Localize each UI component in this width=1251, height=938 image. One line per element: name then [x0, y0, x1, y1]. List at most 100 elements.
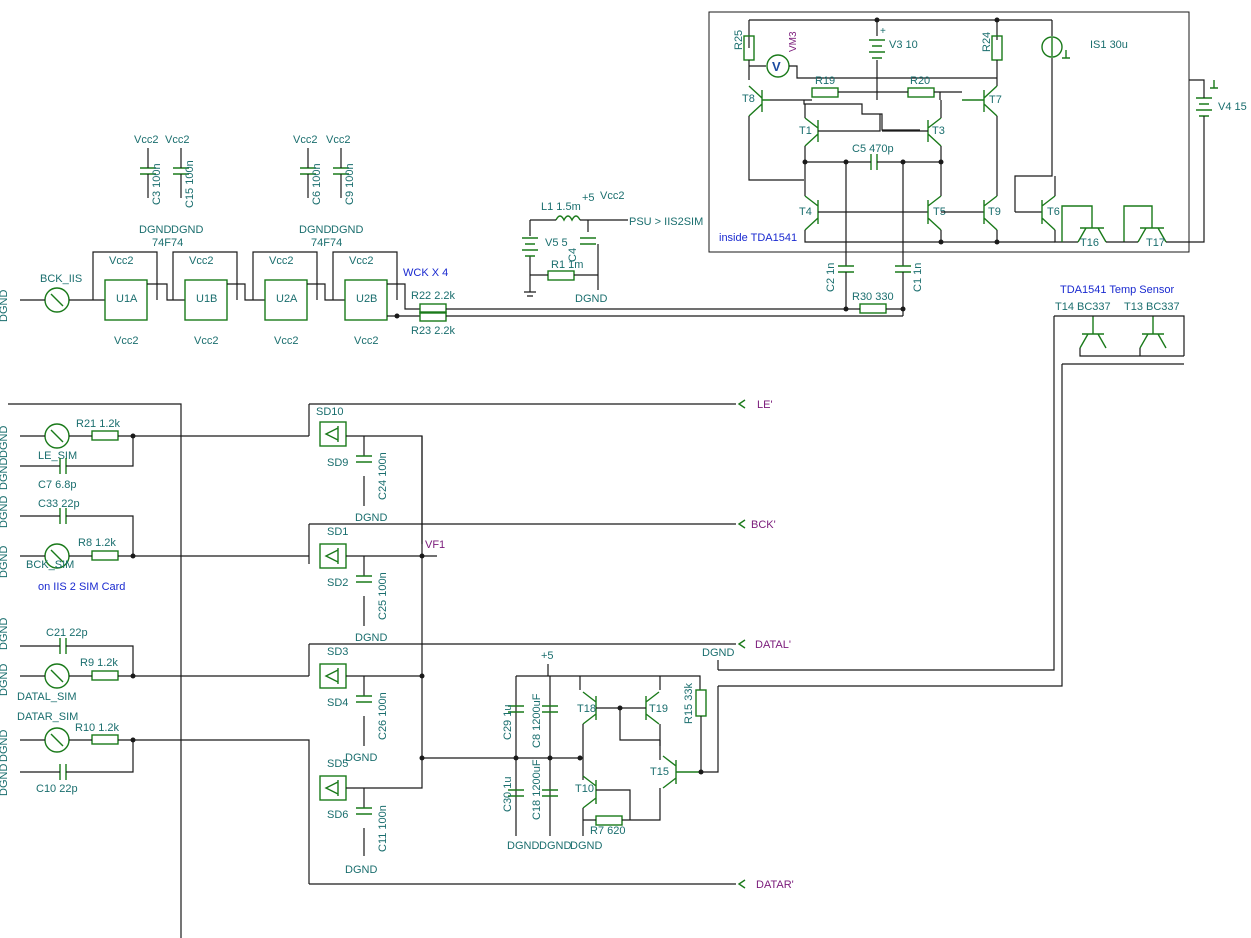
net-label: Vcc2 — [349, 255, 373, 267]
net-label: DGND — [575, 293, 607, 305]
c18-label: C18 1200uF — [531, 759, 543, 820]
datal-netlabel: DATAL' — [755, 639, 791, 651]
net-label: DGND — [139, 224, 171, 236]
decoupling-caps-right — [300, 148, 349, 198]
net-label: Vcc2 — [134, 134, 158, 146]
net-label: U2B — [356, 293, 377, 305]
le-sim-label: LE_SIM — [38, 450, 77, 462]
t8-transistor-icon — [748, 85, 770, 117]
r25-label: R25 — [733, 30, 745, 50]
is1-label: IS1 30u — [1090, 39, 1128, 51]
net-label: Vcc2 — [354, 335, 378, 347]
vm3-label: VM3 — [788, 31, 799, 52]
sd5-sd6-diodes — [319, 775, 347, 801]
c9-label: C9 100n — [344, 163, 356, 205]
c8-label: C8 1200uF — [531, 693, 543, 748]
net-label: Vcc2 — [194, 335, 218, 347]
v3-battery-icon — [869, 39, 885, 59]
t3-label: T3 — [932, 125, 945, 137]
vf1-netlabel: VF1 — [425, 539, 445, 551]
t10-label: T10 — [575, 783, 594, 795]
c3-label: C3 100n — [151, 163, 163, 205]
chip-type-label-2: 74F74 — [311, 237, 342, 249]
c21-capacitor — [59, 638, 67, 654]
c4-label: C4 — [567, 248, 579, 262]
datal-sim-source-icon — [44, 663, 70, 689]
l1-label: L1 1.5m — [541, 201, 581, 213]
datar-netlabel: DATAR' — [756, 879, 794, 891]
t5-label: T5 — [933, 206, 946, 218]
net-label: Vcc2 — [274, 335, 298, 347]
sim-card-note: on IIS 2 SIM Card — [38, 581, 125, 593]
r15-label: R15 33k — [683, 683, 695, 724]
c7-label: C7 6.8p — [38, 479, 77, 491]
t16-transistor-icon — [1061, 205, 1107, 243]
net-label: DGND — [171, 224, 203, 236]
t5-transistor-icon — [927, 195, 942, 231]
r7-label: R7 620 — [590, 825, 625, 837]
psu-label: PSU > IIS2SIM — [629, 216, 703, 228]
r15-resistor — [695, 689, 707, 717]
net-label: Vcc2 — [600, 190, 624, 202]
sd10-label: SD10 — [316, 406, 344, 418]
net-label: DGND — [0, 290, 10, 322]
bck-iis-source-icon — [44, 287, 70, 313]
net-label: DGND — [0, 458, 10, 490]
temp-sensor-heading: TDA1541 Temp Sensor — [1060, 284, 1174, 296]
u2b-flipflop: U2B — [332, 251, 398, 321]
r10-label: R10 1.2k — [75, 722, 120, 734]
c30-label: C30 1u — [502, 777, 514, 812]
r30-resistor — [859, 303, 887, 314]
t7-label: T7 — [989, 94, 1002, 106]
net-label: U1A — [116, 293, 138, 305]
c26-label: C26 100n — [377, 692, 389, 740]
net-label: DGND — [355, 632, 387, 644]
decoupling-caps-left — [140, 148, 189, 198]
net-label: Vcc2 — [189, 255, 213, 267]
net-label: DGND — [345, 752, 377, 764]
r8-label: R8 1.2k — [78, 537, 116, 549]
t19-label: T19 — [649, 703, 668, 715]
u1a-flipflop: U1A — [92, 251, 158, 321]
r7-resistor — [595, 815, 623, 826]
c21-label: C21 22p — [46, 627, 88, 639]
net-label: Vcc2 — [269, 255, 293, 267]
c11-label: C11 100n — [377, 805, 389, 852]
r1-resistor — [547, 270, 575, 281]
net-label: Vcc2 — [165, 134, 189, 146]
t9-transistor-icon — [983, 195, 998, 231]
inside-tda-label: inside TDA1541 — [719, 232, 797, 244]
t14-label: T14 BC337 — [1055, 301, 1111, 313]
net-label: DGND — [570, 840, 602, 852]
net-label: DGND — [299, 224, 331, 236]
t16-label: T16 — [1080, 237, 1099, 249]
t1-label: T1 — [799, 125, 812, 137]
r9-label: R9 1.2k — [80, 657, 118, 669]
r21-label: R21 1.2k — [76, 418, 121, 430]
r1-label: R1 1m — [551, 259, 583, 271]
sd3-label: SD3 — [327, 646, 348, 658]
c15-label: C15 100n — [184, 160, 196, 208]
r19-label: R19 — [815, 75, 835, 87]
t6-transistor-icon — [1041, 195, 1056, 231]
sd1-label: SD1 — [327, 526, 348, 538]
v4-label: V4 15 — [1218, 101, 1247, 113]
chip-type-label-1: 74F74 — [152, 237, 183, 249]
net-label: + — [880, 26, 886, 37]
net-label: DGND — [0, 546, 10, 578]
v5-label: V5 5 — [545, 237, 568, 249]
c2-label: C2 1n — [825, 263, 837, 292]
c1-label: C1 1n — [912, 263, 924, 292]
net-label: Vcc2 — [293, 134, 317, 146]
sd5-label: SD5 — [327, 758, 348, 770]
wck-label: WCK X 4 — [403, 267, 448, 279]
net-label: +5 — [541, 650, 554, 662]
t10-transistor-icon — [582, 775, 597, 809]
r23-label: R23 2.2k — [411, 325, 456, 337]
net-label: Vcc2 — [326, 134, 350, 146]
r24-label: R24 — [981, 32, 993, 52]
t13-label: T13 BC337 — [1124, 301, 1180, 313]
sd10-sd9-diodes — [319, 421, 347, 447]
datar-sim-source-icon — [44, 727, 70, 753]
t7-transistor-icon — [962, 85, 998, 117]
